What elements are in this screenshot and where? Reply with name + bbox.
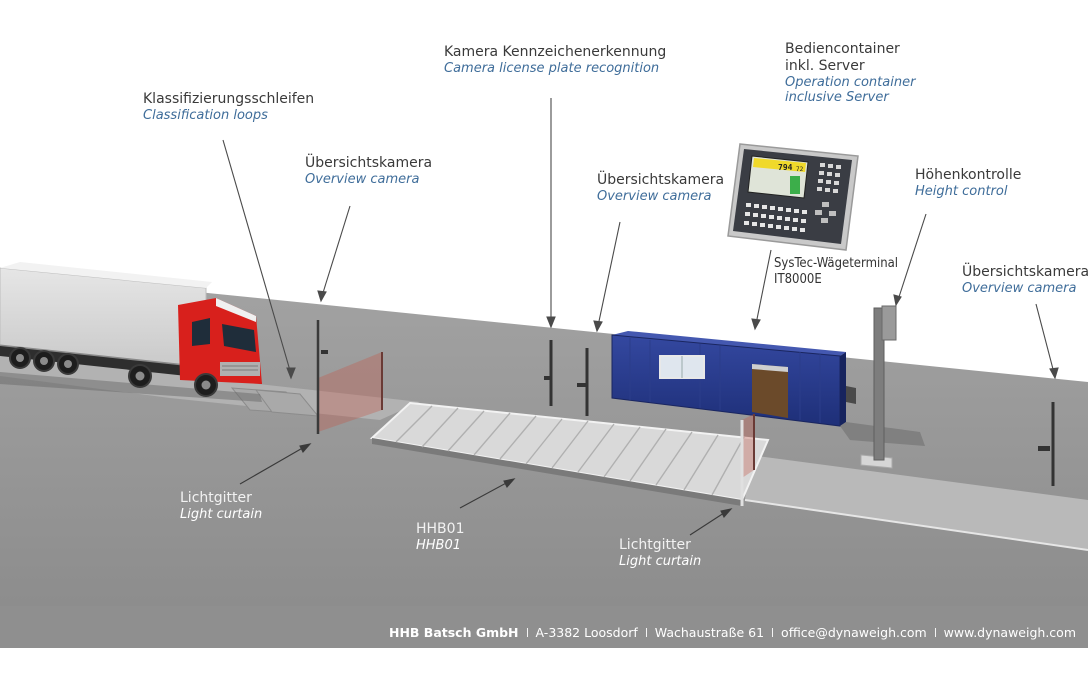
label-operation-container-en-1: Operation container xyxy=(785,74,916,90)
label-license-plate-camera: Kamera Kennzeichenerkennung Camera licen… xyxy=(444,44,666,76)
footer-separator xyxy=(526,628,528,637)
truck xyxy=(0,262,262,402)
label-weighing-terminal: SysTec-Wägeterminal IT8000E xyxy=(774,256,898,289)
label-height-control-de: Höhenkontrolle xyxy=(915,167,1022,183)
label-light-curtain-1: Lichtgitter Light curtain xyxy=(180,490,262,522)
label-classification-loops-en: Classification loops xyxy=(143,107,268,123)
label-classification-loops: Klassifizierungsschleifen Classification… xyxy=(143,91,314,123)
license-plate-camera-pole xyxy=(544,340,553,406)
exit-road xyxy=(745,455,1088,550)
footer-separator xyxy=(772,628,774,637)
label-height-control-en: Height control xyxy=(915,183,1008,199)
label-license-plate-camera-de: Kamera Kennzeichenerkennung xyxy=(444,44,667,60)
footer-website-link[interactable]: www.dynaweigh.com xyxy=(943,625,1076,640)
callout-lines-ground xyxy=(239,443,733,536)
label-light-curtain-2-en: Light curtain xyxy=(619,553,702,569)
label-operation-container-de-1: Bediencontainer xyxy=(785,41,900,57)
footer-separator xyxy=(645,628,647,637)
light-curtain-2 xyxy=(740,414,755,506)
label-light-curtain-1-en: Light curtain xyxy=(180,506,263,522)
footer-email-link[interactable]: office@dynaweigh.com xyxy=(781,625,927,640)
label-weighing-terminal-line-1: SysTec-Wägeterminal xyxy=(774,256,899,271)
camera-pole-2 xyxy=(577,348,589,416)
callout-lines xyxy=(222,98,1059,380)
label-scale-hhb01-de: HHB01 xyxy=(416,521,465,537)
label-overview-camera-2-de: Übersichtskamera xyxy=(597,172,725,188)
label-operation-container: Bediencontainer inkl. Server Operation c… xyxy=(785,41,915,106)
label-operation-container-de-2: inkl. Server xyxy=(785,57,865,74)
label-overview-camera-1-en: Overview camera xyxy=(305,171,420,187)
label-light-curtain-2: Lichtgitter Light curtain xyxy=(619,537,701,569)
footer-contact-line: HHB Batsch GmbH A-3382 Loosdorf Wachaust… xyxy=(389,625,1076,640)
footer-company: HHB Batsch GmbH xyxy=(388,625,519,640)
camera-pole-1 xyxy=(321,350,328,354)
operation-container xyxy=(611,331,856,427)
bottom-margin xyxy=(0,648,1088,684)
label-light-curtain-2-de: Lichtgitter xyxy=(619,537,691,553)
label-scale-hhb01-en: HHB01 xyxy=(416,537,462,553)
label-overview-camera-3-en: Overview camera xyxy=(962,280,1077,296)
label-operation-container-en-2: inclusive Server xyxy=(785,90,889,106)
camera-pole-3 xyxy=(1038,402,1055,486)
footer-street: Wachaustraße 61 xyxy=(654,625,765,640)
label-classification-loops-de: Klassifizierungsschleifen xyxy=(143,91,315,107)
label-overview-camera-2: Übersichtskamera Overview camera xyxy=(597,172,724,204)
weighing-terminal-it8000e: 794 72 xyxy=(727,143,859,251)
footer-separator xyxy=(934,628,936,637)
height-control xyxy=(860,305,897,469)
label-overview-camera-1-de: Übersichtskamera xyxy=(305,155,433,171)
footer-band xyxy=(0,606,1088,648)
label-overview-camera-3: Übersichtskamera Overview camera xyxy=(962,264,1088,296)
label-scale-hhb01: HHB01 HHB01 xyxy=(416,521,464,553)
label-height-control: Höhenkontrolle Height control xyxy=(915,167,1021,199)
footer: HHB Batsch GmbH A-3382 Loosdorf Wachaust… xyxy=(0,620,1088,648)
terminal-side-value: 72 xyxy=(796,166,804,173)
footer-address: A-3382 Loosdorf xyxy=(535,625,638,640)
label-overview-camera-1: Übersichtskamera Overview camera xyxy=(305,155,432,187)
label-light-curtain-1-de: Lichtgitter xyxy=(180,490,252,506)
label-weighing-terminal-line-2: IT8000E xyxy=(774,272,822,288)
light-curtain-1 xyxy=(316,320,383,434)
label-license-plate-camera-en: Camera license plate recognition xyxy=(444,60,660,76)
label-overview-camera-3-de: Übersichtskamera xyxy=(962,264,1088,280)
terminal-display-value: 794 xyxy=(778,163,793,172)
label-overview-camera-2-en: Overview camera xyxy=(597,188,712,204)
